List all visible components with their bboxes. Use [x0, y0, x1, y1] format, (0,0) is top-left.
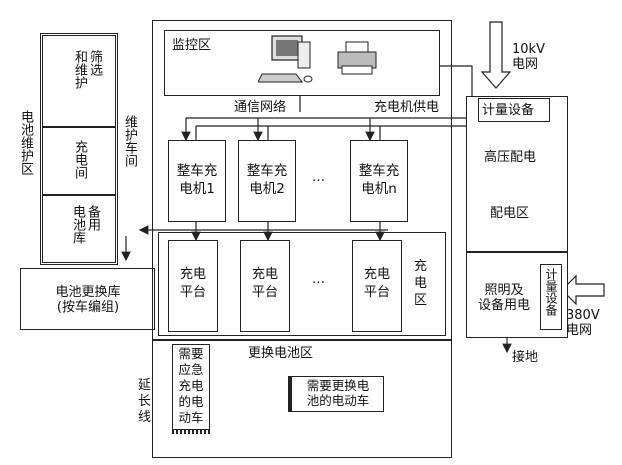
platform-2-label: 充电 平台 [251, 267, 278, 300]
charger-1-box [168, 140, 226, 222]
maint-workshop-label: 维护车间 [122, 115, 137, 167]
grid-10kv-label: 10kV 电网 [512, 42, 545, 72]
metering-top-box [478, 98, 550, 122]
spare-library-label: 备用 电池库 [70, 205, 100, 244]
metering-top-label: 计量设备 [482, 103, 535, 118]
emergency-vehicle-box [172, 344, 210, 430]
platform-1-label: 充电 平台 [179, 267, 206, 300]
charger-ellipsis: … [312, 170, 325, 185]
comm-network-label: 通信网络 [234, 100, 287, 115]
grid-380v-label: 380V 电网 [566, 308, 600, 338]
platform-ellipsis: … [312, 272, 325, 287]
swap-library-box [20, 268, 155, 330]
grid-10kv-arrow [480, 21, 512, 89]
platform-1-box [168, 240, 218, 332]
distribution-area-label: 配电区 [490, 206, 530, 221]
grid-380v-arrow [561, 274, 605, 306]
charger-n-label: 整车充 电机n [358, 163, 400, 197]
emergency-vehicle-label: 需要 应急 充电 的电 动车 [178, 346, 204, 425]
charging-room-cell [42, 127, 116, 195]
swap-library-label: 电池更换库 (按车编组) [55, 285, 121, 315]
printer-icon [337, 41, 377, 75]
charger-2-label: 整车充 电机2 [246, 163, 288, 197]
screen-maint-label: 筛选 和维护 [72, 50, 102, 89]
charging-zone-box [158, 232, 446, 336]
extension-cord-label: 延 长 线 [138, 378, 152, 425]
platform-2-box [240, 240, 290, 332]
need-swap-vehicle-box [288, 376, 384, 412]
screen-maint-cell [42, 35, 116, 127]
main-area-box [152, 20, 452, 340]
charger-2-box [238, 140, 296, 222]
metering-side-label: 计量设备 [544, 268, 558, 316]
monitor-title: 监控区 [172, 38, 212, 53]
computer-icon [258, 35, 313, 83]
hv-distribution-label: 高压配电 [484, 150, 537, 165]
charger-supply-label: 充电机供电 [374, 100, 440, 115]
ground-label: 接地 [512, 350, 539, 365]
swap-zone-title: 更换电池区 [248, 346, 314, 361]
lighting-label: 照明及 设备用电 [477, 283, 530, 313]
charging-zone-label: 充 电 区 [414, 259, 428, 308]
platform-n-box [352, 240, 402, 332]
metering-side-box [540, 264, 562, 330]
battery-maint-area-label: 电池维护区 [18, 110, 33, 175]
platform-n-label: 充电 平台 [363, 267, 390, 300]
emergency-vehicle-stripe [172, 430, 210, 434]
spare-library-cell [42, 195, 116, 263]
charging-room-label: 充电间 [72, 140, 87, 179]
need-swap-vehicle-label: 需要更换电 池的电动车 [306, 378, 370, 408]
charger-1-label: 整车充 电机1 [176, 163, 218, 197]
hv-distribution-box [466, 96, 568, 252]
charger-n-box [350, 140, 408, 222]
